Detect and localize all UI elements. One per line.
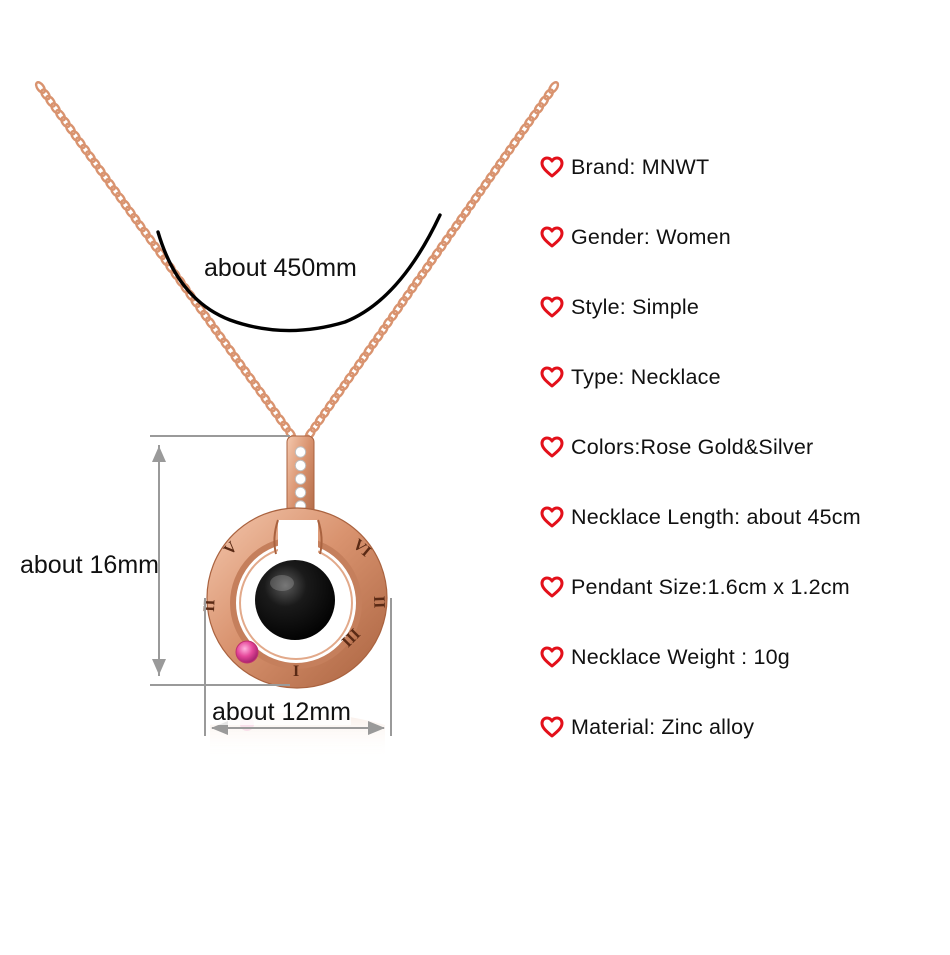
spec-text: Necklace Weight : 10g (571, 644, 790, 669)
spec-text: Type: Necklace (571, 364, 721, 389)
heart-outline-icon (540, 506, 564, 528)
spec-item: Necklace Length: about 45cm (540, 500, 861, 534)
pink-stone (235, 640, 259, 664)
heart-outline-icon (540, 436, 564, 458)
spec-item: Pendant Size:1.6cm x 1.2cm (540, 570, 850, 604)
heart-outline-icon (540, 226, 564, 248)
spec-item: Material: Zinc alloy (540, 710, 754, 744)
spec-item: Brand: MNWT (540, 150, 709, 184)
spec-item: Colors:Rose Gold&Silver (540, 430, 813, 464)
heart-outline-icon (540, 716, 564, 738)
numeral-ii-left: II (201, 599, 218, 612)
heart-outline-icon (540, 296, 564, 318)
heart-outline-icon (540, 576, 564, 598)
height-dimension (150, 435, 290, 686)
spec-text: Brand: MNWT (571, 154, 710, 179)
spec-item: Necklace Weight : 10g (540, 640, 790, 674)
chain-length-label: about 450mm (204, 254, 357, 282)
spec-text: Material: Zinc alloy (571, 714, 755, 739)
spec-item: Gender: Women (540, 220, 731, 254)
spec-text: Gender: Women (571, 224, 731, 249)
spec-text: Pendant Size:1.6cm x 1.2cm (571, 574, 850, 599)
pendant-height-label: about 16mm (20, 551, 159, 579)
heart-outline-icon (540, 156, 564, 178)
spec-text: Necklace Length: about 45cm (571, 504, 861, 529)
spec-item: Style: Simple (540, 290, 699, 324)
numeral-ii-right: II (370, 596, 387, 609)
black-stone (255, 560, 335, 640)
spec-item: Type: Necklace (540, 360, 721, 394)
heart-outline-icon (540, 366, 564, 388)
spec-text: Colors:Rose Gold&Silver (571, 434, 814, 459)
pendant-width-label: about 12mm (212, 698, 351, 726)
heart-outline-icon (540, 646, 564, 668)
spec-text: Style: Simple (571, 294, 700, 319)
pendant: V VI II II III I (201, 507, 388, 689)
numeral-i: I (293, 663, 299, 680)
chain-length-arc (156, 213, 442, 333)
